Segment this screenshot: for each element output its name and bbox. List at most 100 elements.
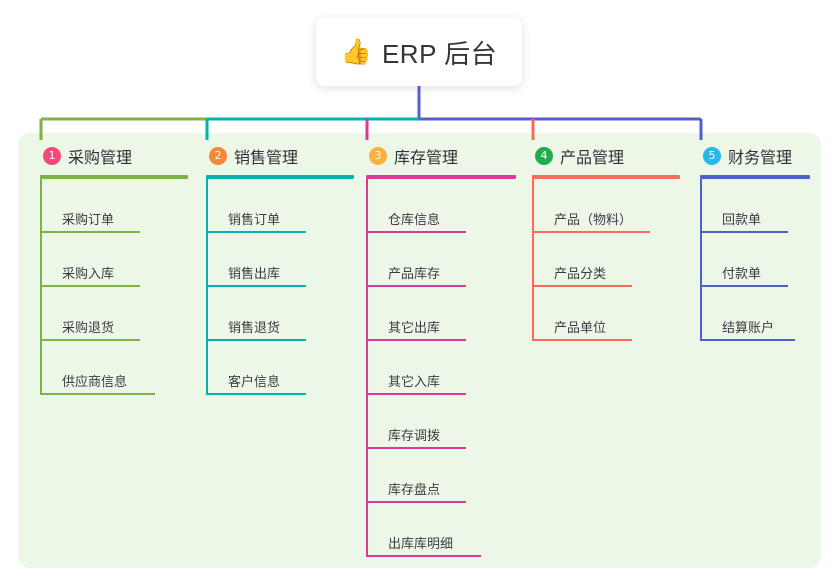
branch-spine bbox=[700, 179, 702, 341]
column-header-rule bbox=[40, 175, 188, 179]
leaf-node[interactable]: 其它出库 bbox=[366, 287, 516, 341]
column-header-rule bbox=[366, 175, 516, 179]
leaf-node[interactable]: 库存调拨 bbox=[366, 395, 516, 449]
leaf-node[interactable]: 采购订单 bbox=[40, 179, 188, 233]
leaf-node[interactable]: 产品（物料） bbox=[532, 179, 680, 233]
leaf-label: 其它入库 bbox=[388, 374, 441, 389]
leaf-list: 回款单付款单结算账户 bbox=[700, 179, 810, 341]
column-title: 产品管理 bbox=[560, 150, 625, 167]
column-header-1[interactable]: 1 采购管理 bbox=[40, 144, 188, 168]
leaf-label: 回款单 bbox=[722, 212, 762, 227]
column-3: 3 库存管理仓库信息产品库存其它出库其它入库库存调拨库存盘点出库库明细 bbox=[366, 144, 516, 557]
badge-number-icon: 5 bbox=[703, 147, 721, 165]
diagram-panel bbox=[18, 133, 821, 568]
leaf-node[interactable]: 仓库信息 bbox=[366, 179, 516, 233]
leaf-node[interactable]: 出库库明细 bbox=[366, 503, 516, 557]
column-1: 1 采购管理采购订单采购入库采购退货供应商信息 bbox=[40, 144, 188, 395]
column-header-rule bbox=[206, 175, 354, 179]
column-header-4[interactable]: 4 产品管理 bbox=[532, 144, 680, 168]
leaf-rule bbox=[206, 231, 306, 233]
column-title: 财务管理 bbox=[728, 150, 793, 167]
leaf-label: 采购订单 bbox=[62, 212, 115, 227]
leaf-node[interactable]: 产品库存 bbox=[366, 233, 516, 287]
leaf-rule bbox=[206, 339, 306, 341]
leaf-node[interactable]: 结算账户 bbox=[700, 287, 810, 341]
column-header-2[interactable]: 2 销售管理 bbox=[206, 144, 354, 168]
badge-number-icon: 1 bbox=[43, 147, 61, 165]
leaf-node[interactable]: 产品分类 bbox=[532, 233, 680, 287]
leaf-label: 结算账户 bbox=[722, 320, 775, 335]
leaf-rule bbox=[700, 231, 788, 233]
column-header-3[interactable]: 3 库存管理 bbox=[366, 144, 516, 168]
leaf-rule bbox=[532, 285, 632, 287]
leaf-node[interactable]: 其它入库 bbox=[366, 341, 516, 395]
badge-number-icon: 2 bbox=[209, 147, 227, 165]
leaf-label: 产品分类 bbox=[554, 266, 607, 281]
leaf-rule bbox=[366, 501, 466, 503]
leaf-node[interactable]: 供应商信息 bbox=[40, 341, 188, 395]
leaf-rule bbox=[40, 231, 140, 233]
leaf-list: 采购订单采购入库采购退货供应商信息 bbox=[40, 179, 188, 395]
leaf-node[interactable]: 回款单 bbox=[700, 179, 810, 233]
leaf-label: 其它出库 bbox=[388, 320, 441, 335]
column-header-5[interactable]: 5 财务管理 bbox=[700, 144, 810, 168]
leaf-rule bbox=[40, 339, 140, 341]
thumbs-up-icon: 👍 bbox=[340, 37, 372, 66]
leaf-rule bbox=[532, 339, 632, 341]
column-title: 库存管理 bbox=[394, 150, 459, 167]
leaf-node[interactable]: 付款单 bbox=[700, 233, 810, 287]
leaf-label: 产品库存 bbox=[388, 266, 441, 281]
leaf-label: 付款单 bbox=[722, 266, 762, 281]
leaf-node[interactable]: 销售订单 bbox=[206, 179, 354, 233]
leaf-label: 仓库信息 bbox=[388, 212, 441, 227]
column-title: 销售管理 bbox=[234, 150, 299, 167]
leaf-rule bbox=[700, 285, 788, 287]
leaf-node[interactable]: 销售退货 bbox=[206, 287, 354, 341]
leaf-rule bbox=[366, 285, 466, 287]
leaf-rule bbox=[366, 447, 466, 449]
leaf-label: 销售退货 bbox=[228, 320, 281, 335]
leaf-label: 客户信息 bbox=[228, 374, 281, 389]
leaf-node[interactable]: 采购退货 bbox=[40, 287, 188, 341]
column-header-rule bbox=[532, 175, 680, 179]
leaf-label: 出库库明细 bbox=[388, 536, 454, 551]
root-node-title: ERP 后台 bbox=[381, 38, 498, 69]
branch-spine bbox=[40, 179, 42, 395]
leaf-rule bbox=[532, 231, 650, 233]
leaf-label: 库存调拨 bbox=[388, 428, 441, 443]
leaf-node[interactable]: 库存盘点 bbox=[366, 449, 516, 503]
leaf-node[interactable]: 产品单位 bbox=[532, 287, 680, 341]
leaf-rule bbox=[366, 393, 466, 395]
branch-spine bbox=[366, 179, 368, 557]
column-header-rule bbox=[700, 175, 810, 179]
leaf-label: 采购入库 bbox=[62, 266, 115, 281]
column-4: 4 产品管理产品（物料） 产品分类产品单位 bbox=[532, 144, 680, 341]
leaf-rule bbox=[206, 285, 306, 287]
badge-number-icon: 4 bbox=[535, 147, 553, 165]
leaf-label: 供应商信息 bbox=[62, 374, 128, 389]
branch-spine bbox=[206, 179, 208, 395]
leaf-label: 采购退货 bbox=[62, 320, 115, 335]
column-title: 采购管理 bbox=[68, 150, 133, 167]
branch-spine bbox=[532, 179, 534, 341]
leaf-node[interactable]: 采购入库 bbox=[40, 233, 188, 287]
leaf-list: 产品（物料） 产品分类产品单位 bbox=[532, 179, 680, 341]
root-node-erp-backend[interactable]: 👍 ERP 后台 bbox=[316, 18, 522, 86]
column-5: 5 财务管理回款单付款单结算账户 bbox=[700, 144, 810, 341]
badge-number-icon: 3 bbox=[369, 147, 387, 165]
leaf-rule bbox=[40, 285, 140, 287]
leaf-rule bbox=[366, 339, 466, 341]
leaf-list: 仓库信息产品库存其它出库其它入库库存调拨库存盘点出库库明细 bbox=[366, 179, 516, 557]
leaf-label: 产品（物料） bbox=[554, 212, 633, 227]
leaf-rule bbox=[700, 339, 795, 341]
leaf-rule bbox=[366, 555, 481, 557]
leaf-rule bbox=[40, 393, 155, 395]
leaf-node[interactable]: 客户信息 bbox=[206, 341, 354, 395]
leaf-label: 销售订单 bbox=[228, 212, 281, 227]
leaf-rule bbox=[366, 231, 466, 233]
column-2: 2 销售管理销售订单销售出库销售退货客户信息 bbox=[206, 144, 354, 395]
leaf-node[interactable]: 销售出库 bbox=[206, 233, 354, 287]
leaf-label: 产品单位 bbox=[554, 320, 607, 335]
leaf-list: 销售订单销售出库销售退货客户信息 bbox=[206, 179, 354, 395]
